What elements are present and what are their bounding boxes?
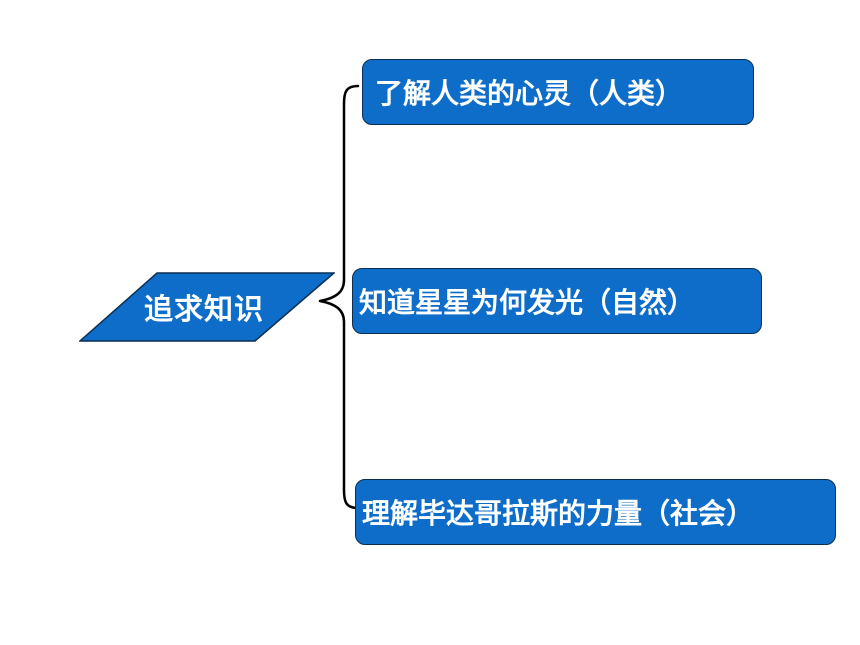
root-label: 追求知识 (143, 292, 264, 326)
branch-label: 理解毕达哥拉斯的力量（社会） (362, 497, 755, 530)
branch-node-nature: 知道星星为何发光（自然） (352, 268, 762, 334)
branch-label: 了解人类的心灵（人类） (375, 77, 684, 110)
root-node: 追求知识 (79, 272, 335, 342)
branch-label: 知道星星为何发光（自然） (359, 286, 696, 319)
parallelogram-shape (79, 272, 335, 342)
branch-node-human: 了解人类的心灵（人类） (362, 59, 754, 125)
branch-node-society: 理解毕达哥拉斯的力量（社会） (355, 479, 836, 545)
